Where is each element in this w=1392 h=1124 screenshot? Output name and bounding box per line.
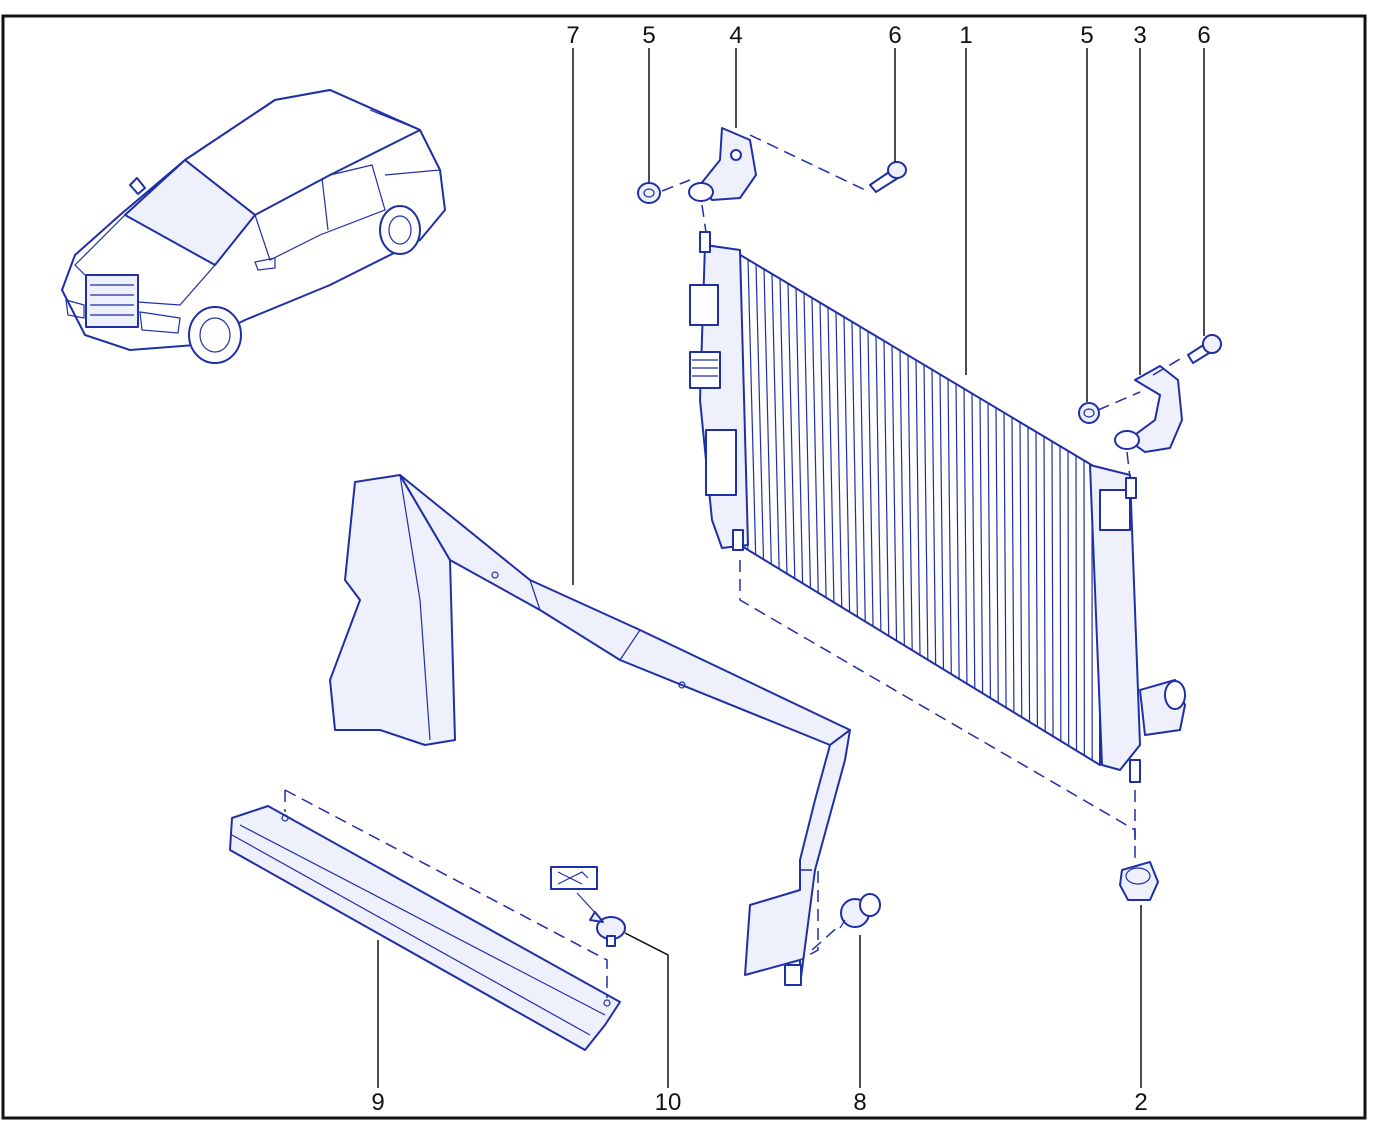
- radiator-fin: [963, 388, 968, 684]
- nut-5-left: [637, 182, 661, 204]
- upper-right-bracket: [1114, 365, 1183, 453]
- radiator-fin: [1051, 441, 1054, 737]
- radiator-fin: [795, 288, 804, 584]
- clip-8: [839, 893, 881, 929]
- radiator-fin: [819, 302, 827, 598]
- radiator-fin: [931, 369, 937, 665]
- callout-numbers: 1 2 3 4 5 5 6 6 7 8 9 10: [371, 22, 1210, 1116]
- radiator-fin: [1027, 426, 1031, 722]
- radiator-fin: [1035, 431, 1038, 727]
- callout-8: 8: [853, 1089, 866, 1116]
- radiator-fin: [939, 374, 945, 670]
- radiator-part: [689, 231, 1186, 783]
- radiator-fin: [1011, 417, 1015, 713]
- radiator-fin: [979, 398, 984, 694]
- radiator-fin: [1019, 422, 1023, 718]
- vehicle-grille: [85, 274, 139, 328]
- radiator-fin: [811, 297, 819, 593]
- radiator-fin: [875, 336, 882, 632]
- callout-10: 10: [655, 1089, 682, 1116]
- upper-left-bracket: [688, 127, 757, 202]
- callout-2: 2: [1134, 1089, 1147, 1116]
- callout-9: 9: [371, 1089, 384, 1116]
- replace-part-symbol: [550, 866, 598, 890]
- diagram-frame: [1, 14, 1367, 1120]
- callout-leaders: [377, 48, 1205, 1088]
- callout-5-right: 5: [1080, 22, 1093, 49]
- lower-deflector-9: [229, 805, 621, 1051]
- radiator-fin: [851, 321, 858, 617]
- radiator-fin: [899, 350, 905, 646]
- radiator-fin: [827, 307, 835, 603]
- vehicle-illustration: [61, 89, 446, 364]
- assembly-dash-lines: [284, 134, 1186, 998]
- push-rivet-10: [550, 866, 626, 947]
- radiator-fin: [995, 407, 999, 703]
- radiator-fin: [955, 383, 960, 679]
- radiator-fin: [747, 259, 757, 555]
- radiator-fin: [1059, 446, 1062, 742]
- radiator-fin: [923, 364, 929, 660]
- radiator-fin: [1067, 450, 1070, 746]
- radiator-fin: [883, 340, 890, 636]
- radiator-fin: [987, 403, 992, 699]
- radiator-fin: [763, 269, 772, 565]
- radiator-fin: [755, 264, 765, 560]
- radiator-fin: [1003, 412, 1007, 708]
- nut-5-right: [1078, 402, 1100, 424]
- callout-7: 7: [566, 22, 579, 49]
- radiator-fin: [835, 312, 843, 608]
- radiator-fin: [891, 345, 898, 641]
- radiator-fin: [1043, 436, 1046, 732]
- radiator-fin: [1075, 455, 1078, 751]
- callout-3: 3: [1133, 22, 1146, 49]
- radiator-fin: [779, 278, 788, 574]
- callout-1: 1: [959, 22, 972, 49]
- radiator-fin: [867, 331, 874, 627]
- bolt-6-left: [869, 161, 907, 193]
- callout-6-left: 6: [888, 22, 901, 49]
- radiator-fin: [915, 359, 921, 656]
- radiator-fin: [971, 393, 976, 689]
- air-deflector-frame-7: [329, 474, 851, 986]
- radiator-fin: [907, 355, 913, 651]
- radiator-fin: [787, 283, 796, 579]
- bolt-6-right: [1187, 334, 1222, 364]
- radiator-fin: [771, 273, 780, 569]
- radiator-fin: [947, 379, 952, 675]
- radiator-fin: [843, 316, 851, 612]
- radiator-fin: [859, 326, 866, 622]
- callout-6-right: 6: [1197, 22, 1210, 49]
- callout-5-left: 5: [642, 22, 655, 49]
- callout-4: 4: [729, 22, 742, 49]
- rubber-mount-2: [1119, 861, 1159, 901]
- radiator-fin: [803, 293, 812, 589]
